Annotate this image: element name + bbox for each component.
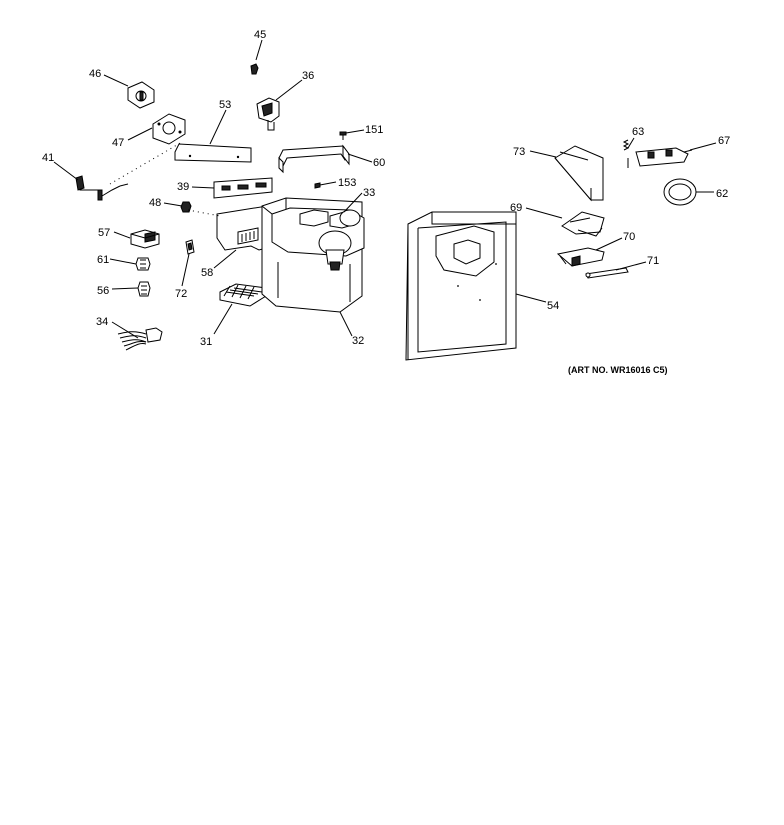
part-54-panel (405, 211, 517, 361)
part-67-lever (635, 147, 693, 167)
callout-58: 58 (201, 267, 213, 279)
part-48-nut (180, 201, 192, 213)
callout-labels: 45 46 36 53 47 151 41 60 39 153 33 48 57… (42, 29, 730, 348)
callout-45: 45 (254, 29, 266, 41)
callout-34: 34 (96, 316, 108, 328)
leader-lines (53, 39, 717, 339)
callout-46: 46 (89, 68, 101, 80)
callout-67: 67 (718, 135, 730, 147)
part-73-chute (554, 145, 604, 202)
part-45-clip (250, 63, 259, 75)
callout-36: 36 (302, 70, 314, 82)
callout-61: 61 (97, 254, 109, 266)
callout-41: 41 (42, 152, 54, 164)
callout-39: 39 (177, 181, 189, 193)
part-60-handle (278, 144, 350, 174)
part-69-flap (561, 211, 605, 237)
part-57-switch (130, 229, 160, 249)
part-53-cover (174, 143, 252, 163)
part-34-harness (117, 327, 163, 351)
part-70-linkage (556, 247, 605, 267)
callout-31: 31 (200, 336, 212, 348)
callout-70: 70 (623, 231, 635, 243)
part-62-ring (663, 178, 697, 206)
part-71-rod (585, 267, 629, 279)
part-72-clip (185, 239, 195, 255)
art-number: (ART NO. WR16016 C5) (568, 365, 668, 375)
part-47-bracket (152, 113, 186, 145)
callout-57: 57 (98, 227, 110, 239)
callout-151: 151 (365, 124, 383, 136)
part-36-actuator (256, 97, 280, 131)
callout-48: 48 (149, 197, 161, 209)
callout-53: 53 (219, 99, 231, 111)
part-58-bracket (216, 205, 274, 251)
callout-47: 47 (112, 137, 124, 149)
part-39-board (213, 177, 273, 199)
callout-73: 73 (513, 146, 525, 158)
part-153-screw (314, 182, 321, 189)
callout-54: 54 (547, 300, 559, 312)
guide-lines (109, 141, 221, 217)
callout-33: 33 (363, 187, 375, 199)
callout-32: 32 (352, 335, 364, 347)
callout-63: 63 (632, 126, 644, 138)
callout-56: 56 (97, 285, 109, 297)
part-31-grille (219, 283, 267, 307)
part-41-linkage (75, 175, 129, 201)
callout-153: 153 (338, 177, 356, 189)
part-61-socket (135, 257, 151, 271)
callout-69: 69 (510, 202, 522, 214)
callout-60: 60 (373, 157, 385, 169)
part-33-funnel (318, 209, 361, 271)
callout-71: 71 (647, 255, 659, 267)
callout-72: 72 (175, 288, 187, 300)
part-56-bulb (137, 281, 151, 297)
part-63-spring (622, 139, 630, 168)
callout-62: 62 (716, 188, 728, 200)
part-151-screw (339, 131, 347, 140)
part-46-switch (127, 81, 155, 109)
